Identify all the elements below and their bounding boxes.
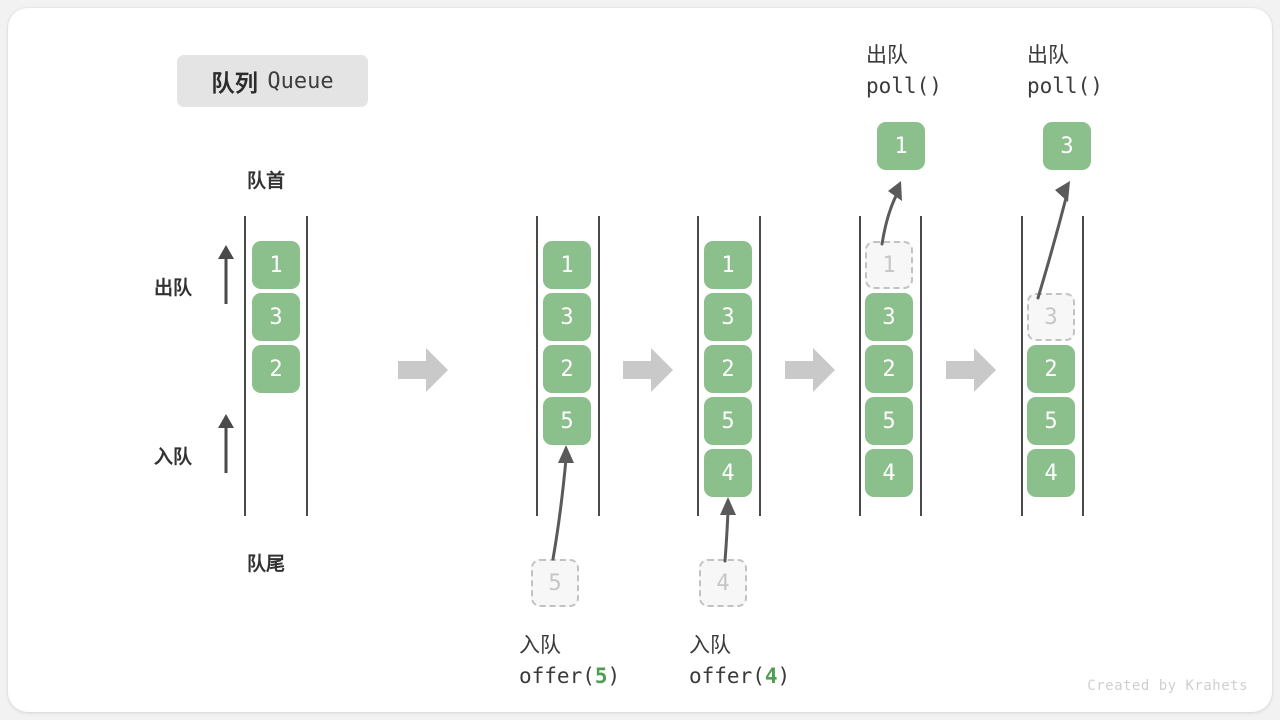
step-arrow-icon [946, 348, 996, 392]
operation-label-cn: 入队 [689, 634, 731, 657]
queue-rail-left [536, 216, 538, 516]
queue-element: 4 [1027, 449, 1075, 497]
operation-label-code: offer(4) [689, 664, 790, 688]
queue-element: 3 [543, 293, 591, 341]
queue-element: 3 [865, 293, 913, 341]
dequeue-curve-arrow-icon [880, 181, 902, 246]
queue-rail-right [306, 216, 308, 516]
queue-element: 2 [704, 345, 752, 393]
queue-element: 1 [543, 241, 591, 289]
queue-element: 2 [865, 345, 913, 393]
step-arrow-icon [623, 348, 673, 392]
dequeue-direction-arrow-icon [218, 245, 234, 304]
diagram-title-cn: 队列 [211, 70, 259, 96]
queue-rail-left [859, 216, 861, 516]
queue-element: 2 [543, 345, 591, 393]
operation-code-prefix: offer( [519, 664, 595, 688]
operation-label-cn: 出队 [1027, 44, 1069, 67]
queue-rail-right [920, 216, 922, 516]
polled-element: 1 [877, 122, 925, 170]
queue-rail-right [598, 216, 600, 516]
diagram-title-chip: 队列 Queue [177, 55, 368, 107]
queue-element: 5 [704, 397, 752, 445]
operation-code-argument: 4 [764, 664, 778, 688]
enqueue-curve-arrow-icon [551, 445, 574, 561]
queue-element: 3 [252, 293, 300, 341]
queue-element: 1 [252, 241, 300, 289]
queue-element: 5 [865, 397, 913, 445]
queue-rail-left [697, 216, 699, 516]
queue-element: 2 [1027, 345, 1075, 393]
credit-label: Created by Krahets [1087, 678, 1248, 694]
operation-code-argument: 5 [594, 664, 608, 688]
enqueue-direction-arrow-icon [218, 414, 234, 473]
queue-element: 2 [252, 345, 300, 393]
queue-element: 3 [704, 293, 752, 341]
step-arrow-icon [398, 348, 448, 392]
queue-element-new: 4 [704, 449, 752, 497]
label-queue-tail: 队尾 [247, 554, 286, 575]
queue-element: 1 [704, 241, 752, 289]
operation-label-code: poll() [866, 74, 942, 98]
operation-label-code: offer(5) [519, 664, 620, 688]
incoming-element-ghost: 4 [699, 559, 747, 607]
diagram-card: 队列 Queue 队首 队尾 出队 入队 1 3 2 [8, 8, 1272, 712]
operation-code-suffix: ) [777, 664, 791, 688]
operation-label-cn: 入队 [519, 634, 561, 657]
queue-rail-right [1082, 216, 1084, 516]
operation-label-code: poll() [1027, 74, 1103, 98]
incoming-element-ghost: 5 [531, 559, 579, 607]
label-enqueue-direction: 入队 [154, 447, 193, 468]
queue-element: 4 [865, 449, 913, 497]
diagram-title-en: Queue [267, 68, 334, 94]
operation-code-prefix: offer( [689, 664, 765, 688]
queue-element-new: 5 [543, 397, 591, 445]
removed-element-ghost: 3 [1027, 293, 1075, 341]
polled-element: 3 [1043, 122, 1091, 170]
queue-rail-left [1021, 216, 1023, 516]
queue-element: 5 [1027, 397, 1075, 445]
enqueue-curve-arrow-icon [720, 497, 736, 563]
label-dequeue-direction: 出队 [154, 278, 193, 299]
operation-code-suffix: ) [607, 664, 621, 688]
dequeue-curve-arrow-icon [1036, 181, 1070, 300]
queue-rail-right [759, 216, 761, 516]
removed-element-ghost: 1 [865, 241, 913, 289]
step-arrow-icon [785, 348, 835, 392]
operation-label-cn: 出队 [866, 44, 908, 67]
queue-rail-left [244, 216, 246, 516]
label-queue-head: 队首 [247, 171, 286, 192]
